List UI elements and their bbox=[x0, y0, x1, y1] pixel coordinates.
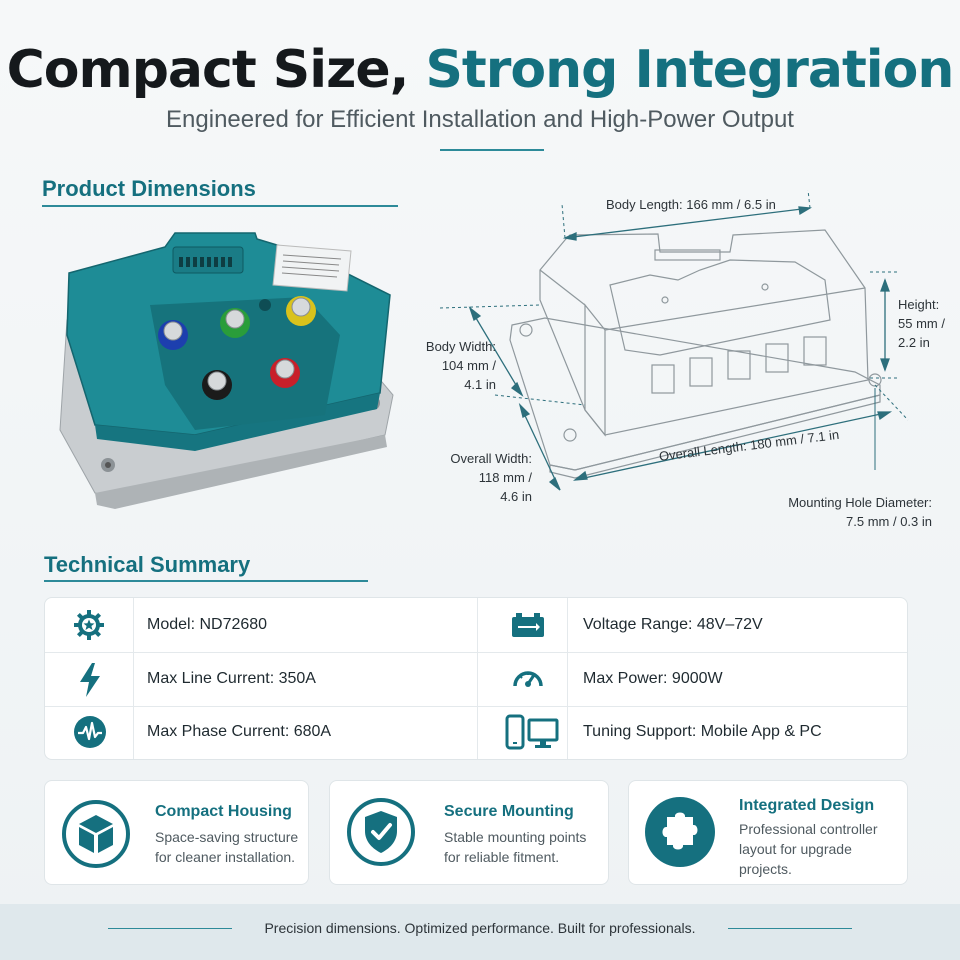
controller-product-image bbox=[59, 232, 394, 509]
feature-card-integrated-design: Integrated Design Professional controlle… bbox=[628, 780, 908, 885]
label-body-width: Body Width: 104 mm / 4.1 in bbox=[418, 338, 496, 395]
row-divider bbox=[45, 706, 907, 707]
summary-line-current: Max Line Current: 350A bbox=[147, 670, 316, 687]
battery-icon bbox=[512, 613, 544, 637]
summary-phase-current: Max Phase Current: 680A bbox=[147, 723, 332, 740]
feature-card-secure-mounting: Secure Mounting Stable mounting points f… bbox=[329, 780, 609, 885]
header-divider bbox=[440, 149, 544, 151]
body-width-line-3: 4.1 in bbox=[464, 376, 496, 392]
footer-band bbox=[0, 904, 960, 960]
column-divider bbox=[477, 598, 478, 759]
section-rule-summary bbox=[44, 580, 368, 582]
section-heading-dimensions: Product Dimensions bbox=[42, 176, 256, 201]
label-overall-width: Overall Width: 118 mm / 4.6 in bbox=[448, 450, 532, 507]
feature-description: Stable mounting points for reliable fitm… bbox=[444, 827, 586, 867]
mounting-hole-line-1: Mounting Hole Diameter: bbox=[788, 495, 932, 510]
technical-summary-table: Model: ND72680 Voltage Range: 48V–72V Ma… bbox=[44, 597, 908, 760]
lightning-icon bbox=[80, 663, 100, 697]
feature-description: Professional controller layout for upgra… bbox=[739, 819, 878, 879]
overall-width-line-3: 4.6 in bbox=[500, 488, 532, 504]
feature-description: Space-saving structure for cleaner insta… bbox=[155, 827, 298, 867]
section-heading-summary: Technical Summary bbox=[44, 552, 251, 577]
footer-tagline: Precision dimensions. Optimized performa… bbox=[264, 920, 696, 936]
dimension-line-drawing bbox=[439, 189, 909, 491]
gear-icon bbox=[74, 610, 104, 640]
title-part-2: Strong Integration bbox=[425, 40, 954, 100]
feature-desc-line: for cleaner installation. bbox=[155, 849, 296, 865]
page-title: Compact Size, Strong Integration bbox=[0, 40, 960, 100]
phone-monitor-icon bbox=[505, 714, 559, 750]
footer-rule-right bbox=[728, 928, 852, 929]
summary-tuning-support: Tuning Support: Mobile App & PC bbox=[583, 723, 822, 740]
page-subtitle: Engineered for Efficient Installation an… bbox=[166, 106, 794, 133]
box-icon bbox=[62, 800, 130, 868]
body-width-line-2: 104 mm / bbox=[441, 357, 496, 373]
shield-check-icon bbox=[347, 798, 415, 866]
height-line-1: Height: bbox=[898, 297, 940, 312]
feature-title: Compact Housing bbox=[155, 803, 292, 820]
summary-voltage: Voltage Range: 48V–72V bbox=[583, 616, 763, 633]
feature-title: Secure Mounting bbox=[444, 803, 574, 820]
puzzle-icon bbox=[645, 797, 715, 867]
height-line-3: 2.2 in bbox=[898, 334, 930, 350]
column-divider bbox=[133, 598, 134, 759]
gauge-icon bbox=[513, 671, 543, 687]
label-mounting-hole: Mounting Hole Diameter: 7.5 mm / 0.3 in bbox=[766, 494, 932, 532]
feature-desc-line: projects. bbox=[739, 861, 792, 877]
body-width-line-1: Body Width: bbox=[425, 339, 496, 354]
column-divider bbox=[567, 598, 568, 759]
footer-rule-left bbox=[108, 928, 232, 929]
label-body-length: Body Length: 166 mm / 6.5 in bbox=[606, 197, 776, 212]
feature-desc-line: layout for upgrade bbox=[739, 841, 852, 857]
summary-max-power: Max Power: 9000W bbox=[583, 670, 723, 687]
label-height: Height: 55 mm / 2.2 in bbox=[898, 296, 945, 353]
waveform-icon bbox=[74, 716, 106, 748]
mounting-hole-line-2: 7.5 mm / 0.3 in bbox=[846, 513, 932, 529]
feature-desc-line: Space-saving structure bbox=[155, 829, 299, 845]
overall-width-line-2: 118 mm / bbox=[478, 469, 532, 485]
overall-width-line-1: Overall Width: bbox=[450, 451, 532, 466]
title-part-1: Compact Size, bbox=[6, 40, 410, 100]
feature-desc-line: Professional controller bbox=[739, 821, 878, 837]
row-divider bbox=[45, 652, 907, 653]
feature-title: Integrated Design bbox=[739, 797, 875, 814]
feature-card-compact-housing: Compact Housing Space-saving structure f… bbox=[44, 780, 309, 885]
feature-desc-line: Stable mounting points bbox=[444, 829, 587, 845]
feature-desc-line: for reliable fitment. bbox=[444, 849, 560, 865]
section-rule-dimensions bbox=[42, 205, 398, 207]
height-line-2: 55 mm / bbox=[898, 315, 945, 331]
summary-model: Model: ND72680 bbox=[147, 616, 268, 633]
